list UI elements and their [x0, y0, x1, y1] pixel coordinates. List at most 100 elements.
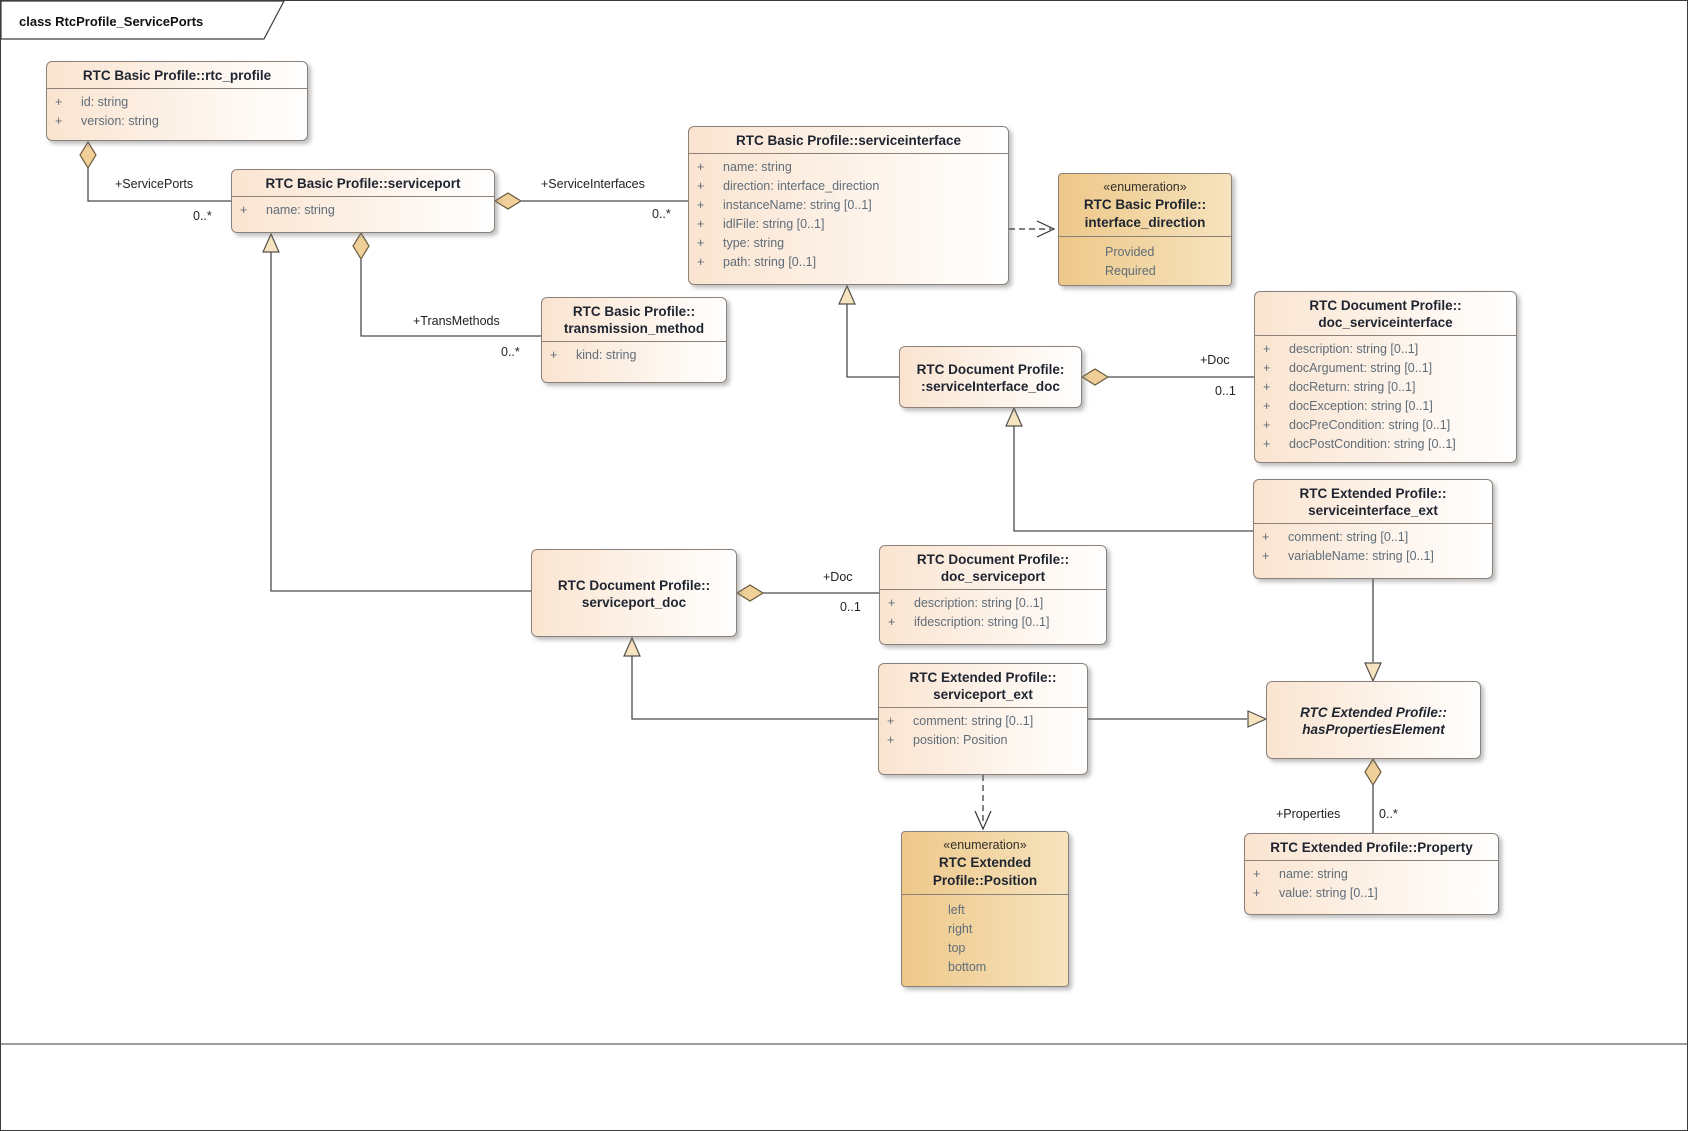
- class-title: RTC Extended Profile:: hasPropertiesElem…: [1267, 682, 1480, 758]
- attribute: +comment: string [0..1]: [1262, 528, 1486, 547]
- attribute-text: description: string [0..1]: [914, 596, 1044, 610]
- attribute: +instanceName: string [0..1]: [697, 196, 1002, 215]
- stereotype: «enumeration»: [943, 838, 1027, 852]
- visibility: +: [887, 733, 895, 747]
- generalization-serviceport-ext-hasproperties: [1088, 710, 1268, 728]
- frame-title: class RtcProfile_ServicePorts: [19, 14, 204, 29]
- attribute-text: docReturn: string [0..1]: [1289, 380, 1416, 394]
- enum-value: bottom: [948, 960, 987, 974]
- role-label-doc-serviceinterface: +Doc: [1200, 353, 1230, 367]
- class-title: RTC Extended Profile:: serviceinterface_…: [1254, 480, 1492, 524]
- enum-title-line: Profile::Position: [932, 873, 1038, 888]
- attribute: +docReturn: string [0..1]: [1263, 378, 1510, 397]
- class-title-line: RTC Extended Profile::Property: [1270, 840, 1473, 855]
- class-title-line: RTC Document Profile::: [557, 577, 711, 593]
- enum-value: left: [948, 903, 965, 917]
- attribute: +kind: string: [550, 346, 720, 365]
- attribute-compartment: + comment: string [0..1] + position: Posit…: [879, 708, 1087, 774]
- generalization-serviceport-ext: [623, 636, 878, 720]
- dependency-position: [974, 775, 992, 831]
- class-title-line: RTC Document Profile::: [1309, 298, 1462, 313]
- attribute-text: value: string [0..1]: [1279, 886, 1378, 900]
- class-title-line: RTC Document Profile:: [916, 361, 1065, 377]
- attribute: +path: string [0..1]: [697, 253, 1002, 272]
- attribute-text: name: string: [1279, 867, 1348, 881]
- attribute-text: version: string: [81, 114, 159, 128]
- enum-value: Provided: [1105, 245, 1155, 259]
- class-title-line: RTC Basic Profile::rtc_profile: [82, 68, 272, 83]
- enum-title-line: interface_direction: [1084, 215, 1206, 230]
- attribute-compartment: +description: string [0..1] +docArgument…: [1255, 336, 1516, 462]
- generalization-serviceinterface-ext: [1005, 406, 1253, 532]
- attribute-compartment: +name: string: [232, 197, 494, 232]
- enum-value: Required: [1105, 264, 1156, 278]
- visibility: +: [697, 236, 705, 250]
- visibility: +: [887, 714, 895, 728]
- attribute-text: direction: interface_direction: [723, 179, 880, 193]
- aggregation-properties: [1364, 757, 1382, 833]
- role-label-serviceports: +ServicePorts: [115, 177, 194, 191]
- class-title-line: serviceport_doc: [581, 594, 687, 610]
- visibility: +: [697, 255, 705, 269]
- attribute: +name: string: [1253, 865, 1492, 884]
- attribute-text: type: string: [723, 236, 785, 250]
- attribute-text: comment: string [0..1]: [913, 714, 1034, 728]
- mult-label-doc-serviceport: 0..1: [840, 600, 861, 614]
- class-title-line: RTC Extended Profile::: [1300, 704, 1447, 720]
- class-title: RTC Document Profile:: serviceport_doc: [532, 550, 736, 636]
- class-title: RTC Document Profile:: doc_serviceport: [880, 546, 1106, 590]
- class-title-line: RTC Extended Profile::: [909, 670, 1057, 685]
- class-transmission-method: RTC Basic Profile:: transmission_method …: [541, 297, 727, 383]
- visibility: +: [550, 348, 558, 362]
- visibility: +: [888, 615, 896, 629]
- attribute-text: comment: string [0..1]: [1288, 530, 1409, 544]
- attribute-text: id: string: [81, 95, 129, 109]
- attribute-text: docException: string [0..1]: [1289, 399, 1433, 413]
- generalization-serviceinterface-ext-hasproperties: [1364, 579, 1382, 683]
- class-title: RTC Extended Profile::Property: [1245, 834, 1498, 861]
- class-title-line: doc_serviceinterface: [1318, 315, 1453, 330]
- stereotype: «enumeration»: [1103, 180, 1187, 194]
- mult-label-serviceinterfaces: 0..*: [652, 207, 671, 221]
- class-rtc-profile: RTC Basic Profile::rtc_profile +id: stri…: [46, 61, 308, 141]
- enum-title-line: RTC Basic Profile::: [1083, 197, 1207, 212]
- class-title: RTC Basic Profile::serviceport: [232, 170, 494, 197]
- class-title: RTC Extended Profile:: serviceport_ext: [879, 664, 1087, 708]
- attribute: + docArgument: string [0..1]: [1263, 359, 1510, 378]
- attribute: +version: string: [55, 112, 301, 131]
- class-serviceport: RTC Basic Profile::serviceport +name: st…: [231, 169, 495, 233]
- attribute: +idlFile: string [0..1]: [697, 215, 1002, 234]
- visibility: +: [240, 203, 248, 217]
- attribute-text: docArgument: string [0..1]: [1289, 361, 1433, 375]
- attribute-text: ifdescription: string [0..1]: [914, 615, 1050, 629]
- visibility: +: [697, 179, 705, 193]
- attribute-text: instanceName: string [0..1]: [723, 198, 872, 212]
- enum-position: «enumeration» RTC Extended Profile::Posi…: [901, 831, 1069, 987]
- enum-value: right: [948, 922, 973, 936]
- attribute: +description: string [0..1]: [888, 594, 1100, 613]
- attribute-text: variableName: string [0..1]: [1288, 549, 1434, 563]
- visibility: +: [1263, 418, 1271, 432]
- attribute: + direction: interface_direction: [697, 177, 1002, 196]
- class-title: RTC Basic Profile::rtc_profile: [47, 62, 307, 89]
- attribute: + ifdescription: string [0..1]: [888, 613, 1100, 632]
- attribute-compartment: +kind: string: [542, 342, 726, 382]
- visibility: +: [1263, 342, 1271, 356]
- generalization-serviceport-doc: [262, 232, 531, 592]
- class-title: RTC Document Profile:: doc_serviceinterf…: [1255, 292, 1516, 336]
- attribute: +variableName: string [0..1]: [1262, 547, 1486, 566]
- attribute-text: position: Position: [913, 733, 1008, 747]
- attribute-text: name: string: [723, 160, 792, 174]
- class-doc-serviceport: RTC Document Profile:: doc_serviceport +…: [879, 545, 1107, 645]
- aggregation-doc-serviceinterface: [1080, 368, 1254, 386]
- class-property: RTC Extended Profile::Property +name: st…: [1244, 833, 1499, 915]
- class-title: RTC Basic Profile:: transmission_method: [542, 298, 726, 342]
- visibility: +: [1263, 361, 1271, 375]
- attribute: +docPostCondition: string [0..1]: [1263, 435, 1510, 454]
- class-title-line: :serviceInterface_doc: [921, 378, 1060, 394]
- mult-label-serviceports: 0..*: [193, 209, 212, 223]
- class-serviceinterface-doc: RTC Document Profile: :serviceInterface_…: [899, 346, 1082, 408]
- class-title-line: transmission_method: [563, 321, 705, 336]
- attribute-text: docPreCondition: string [0..1]: [1289, 418, 1451, 432]
- enum-title-line: RTC Extended: [938, 855, 1032, 870]
